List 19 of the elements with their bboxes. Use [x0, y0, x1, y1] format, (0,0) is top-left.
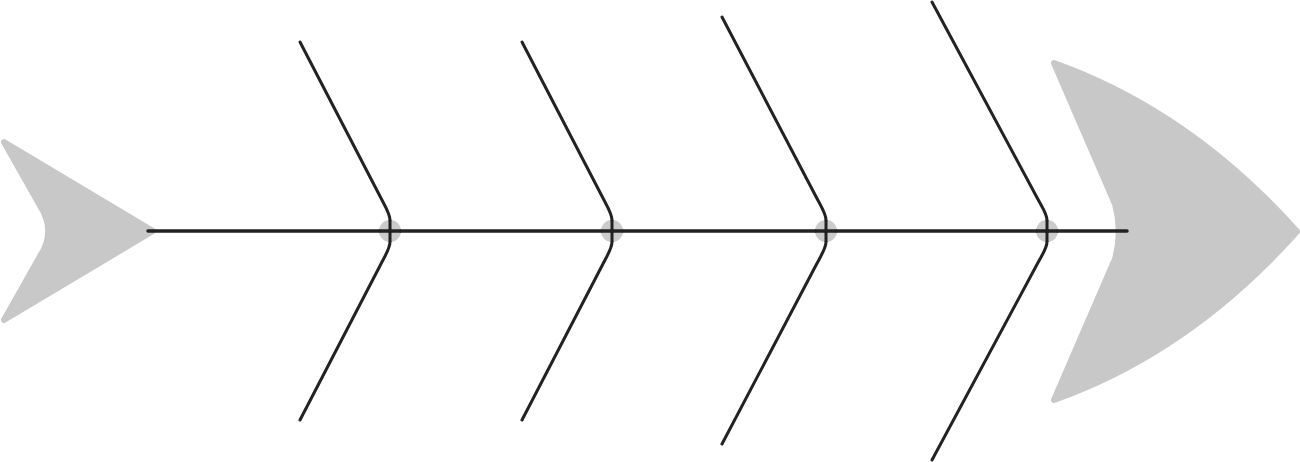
spine-line — [399, 229, 603, 233]
fish-head — [1050, 60, 1300, 403]
junction-dot — [1036, 220, 1058, 242]
junction-dot — [815, 220, 837, 242]
bone-line — [930, 0, 1049, 222]
spine-line — [146, 229, 381, 233]
bone-line — [520, 240, 614, 422]
bone-line — [520, 40, 614, 222]
bone-line — [720, 240, 828, 446]
bone-line — [298, 240, 392, 422]
bone-line — [298, 40, 392, 222]
junction-dot — [601, 220, 623, 242]
spine-line — [621, 229, 817, 233]
spine-line — [1056, 229, 1129, 233]
bone-line — [720, 15, 828, 222]
fish-tail — [1, 139, 156, 323]
junction-dot — [379, 220, 401, 242]
bone-line — [930, 240, 1049, 462]
spine-line — [835, 229, 1038, 233]
